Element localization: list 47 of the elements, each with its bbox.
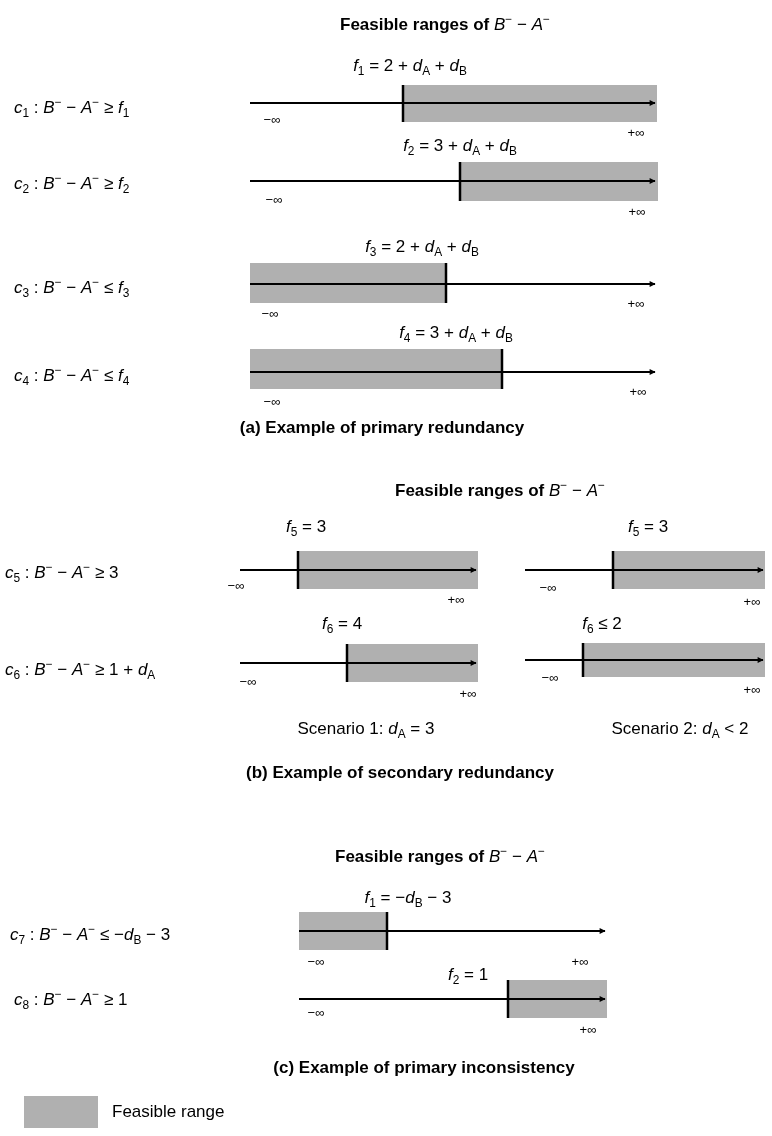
subfigure-caption: (b) Example of secondary redundancy [246,762,554,784]
math-expression: f$_{6}$ ≤ 2 [582,613,622,637]
section-heading: Feasible ranges of B$^{−}$ − A$^{−}$ [340,12,550,36]
infinity-label: +∞ [629,384,647,400]
section-heading: Feasible ranges of B$^{−}$ − A$^{−}$ [335,844,545,868]
legend-label: Feasible range [112,1101,225,1123]
math-expression: f$_{2}$ = 3 + d$_{A}$ + d$_{B}$ [403,135,517,159]
constraint-label: c$_{8}$ : B$^{−}$ − A$^{−}$ ≥ 1 [14,987,128,1013]
infinity-label: +∞ [628,204,646,220]
subfigure-caption: (a) Example of primary redundancy [239,417,525,439]
constraint-label: c$_{3}$ : B$^{−}$ − A$^{−}$ ≤ f$_{3}$ [14,275,130,301]
infinity-label: −∞ [541,670,559,686]
scenario-label: Scenario 1: d$_{A}$ = 3 [297,718,435,742]
constraint-label: c$_{4}$ : B$^{−}$ − A$^{−}$ ≤ f$_{4}$ [14,363,130,389]
infinity-label: +∞ [627,125,645,141]
infinity-label: +∞ [571,954,589,970]
subfigure-caption: (c) Example of primary inconsistency [273,1057,575,1079]
infinity-label: −∞ [265,192,283,208]
constraint-label: c$_{7}$ : B$^{−}$ − A$^{−}$ ≤ −d$_{B}$ − 3 [10,922,171,948]
infinity-label: +∞ [459,686,477,702]
infinity-label: −∞ [239,674,257,690]
infinity-label: +∞ [579,1022,597,1038]
infinity-label: +∞ [627,296,645,312]
infinity-label: −∞ [261,306,279,322]
infinity-label: −∞ [307,1005,325,1021]
scenario-label: Scenario 2: d$_{A}$ < 2 [611,718,749,742]
infinity-label: −∞ [539,580,557,596]
infinity-label: −∞ [307,954,325,970]
math-expression: f$_{2}$ = 1 [447,964,489,988]
math-expression: f$_{6}$ = 4 [321,613,363,637]
constraint-label: c$_{1}$ : B$^{−}$ − A$^{−}$ ≥ f$_{1}$ [14,95,130,121]
math-expression: f$_{5}$ = 3 [627,516,669,540]
infinity-label: −∞ [263,394,281,410]
section-heading: Feasible ranges of B$^{−}$ − A$^{−}$ [395,478,605,502]
math-expression: f$_{3}$ = 2 + d$_{A}$ + d$_{B}$ [365,236,479,260]
math-expression: f$_{1}$ = −d$_{B}$ − 3 [364,887,452,911]
constraint-label: c$_{5}$ : B$^{−}$ − A$^{−}$ ≥ 3 [5,560,119,586]
math-expression: f$_{4}$ = 3 + d$_{A}$ + d$_{B}$ [399,322,513,346]
infinity-label: −∞ [263,112,281,128]
infinity-label: +∞ [743,594,761,610]
math-expression: f$_{1}$ = 2 + d$_{A}$ + d$_{B}$ [353,55,467,79]
infinity-label: +∞ [743,682,761,698]
infinity-label: −∞ [227,578,245,594]
infinity-label: +∞ [447,592,465,608]
constraint-label: c$_{2}$ : B$^{−}$ − A$^{−}$ ≥ f$_{2}$ [14,171,130,197]
math-expression: f$_{5}$ = 3 [285,516,327,540]
constraint-label: c$_{6}$ : B$^{−}$ − A$^{−}$ ≥ 1 + d$_{A}$ [5,657,156,683]
